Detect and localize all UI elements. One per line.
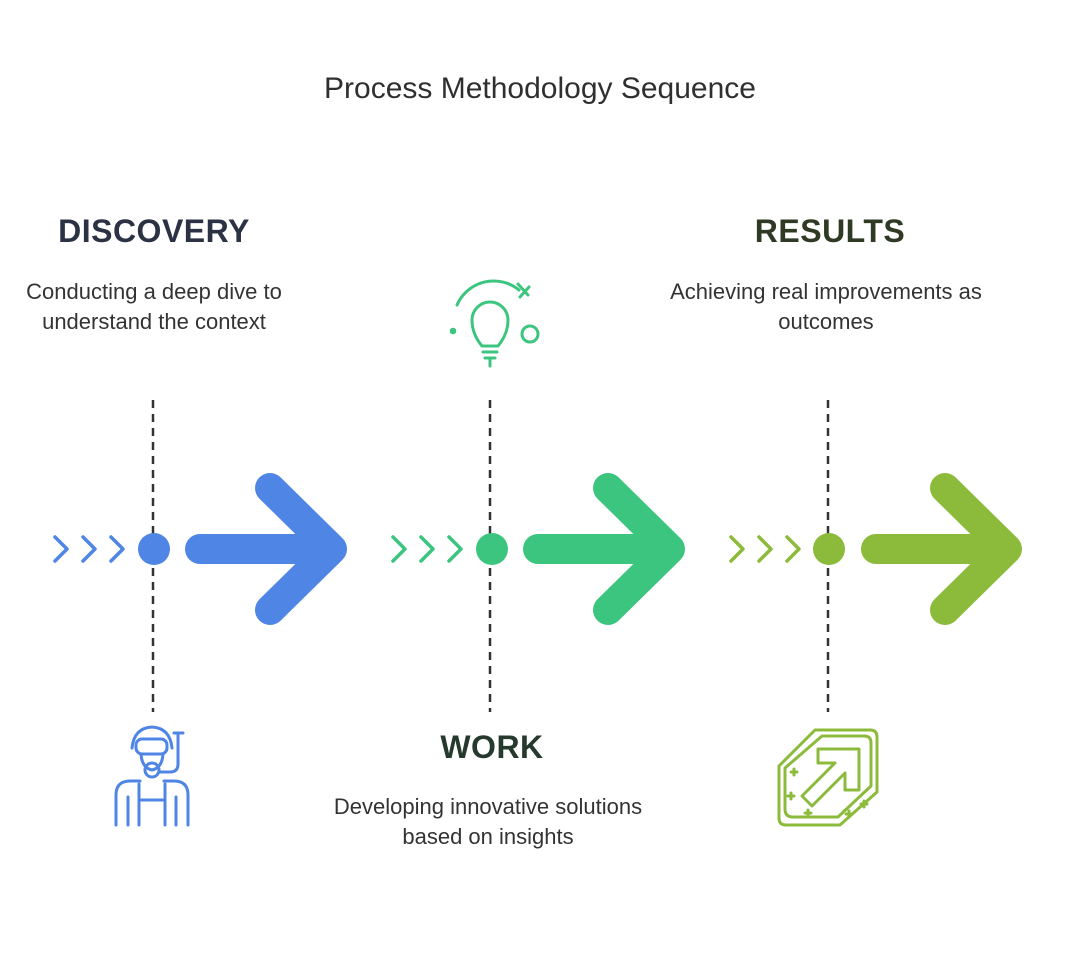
results-arrow <box>861 473 1022 625</box>
work-heading: WORK <box>440 729 544 765</box>
work-dot <box>476 533 508 565</box>
results-chevrons <box>729 535 801 563</box>
discovery-heading: DISCOVERY <box>58 213 250 249</box>
results-stage <box>729 400 1022 827</box>
discovery-chevrons <box>53 535 125 563</box>
discovery-description: Conducting a deep dive to understand the… <box>26 279 282 334</box>
results-dot <box>813 533 845 565</box>
lightbulb-icon <box>449 279 540 368</box>
snorkel-diver-icon <box>114 725 190 827</box>
discovery-dot <box>138 533 170 565</box>
improvement-arrow-icon <box>777 728 879 827</box>
work-stage <box>391 279 685 712</box>
discovery-stage <box>53 400 347 827</box>
work-chevrons <box>391 535 463 563</box>
results-description: Achieving real improvements as outcomes <box>670 279 982 334</box>
work-description: Developing innovative solutions based on… <box>333 794 643 849</box>
work-arrow <box>523 473 685 625</box>
results-heading: RESULTS <box>754 213 906 249</box>
discovery-arrow <box>185 473 347 625</box>
diagram-title: Process Methodology Sequence <box>324 72 756 105</box>
